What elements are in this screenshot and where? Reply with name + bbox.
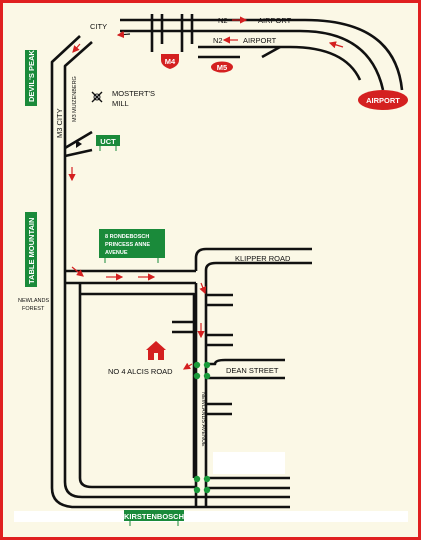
klipper-road-top bbox=[194, 247, 312, 271]
traffic-light-icon bbox=[203, 361, 211, 369]
inner-vertical bbox=[80, 292, 196, 478]
n2-top-road bbox=[120, 18, 404, 91]
n2-road-2 bbox=[120, 29, 385, 91]
uct-ramp-2 bbox=[64, 148, 93, 158]
traffic-lights bbox=[193, 361, 211, 494]
traffic-light-icon bbox=[193, 486, 201, 494]
m3-inner-road bbox=[63, 41, 290, 499]
m5-shield: M5 bbox=[211, 61, 233, 73]
newlands-avenue-label: NEWLANDS AVENUE bbox=[200, 392, 206, 447]
arrow-icon bbox=[71, 266, 84, 277]
white-patch bbox=[213, 452, 285, 474]
rondebosch-sign: 8 RONDEBOSCH PRINCESS ANNE AVENUE bbox=[99, 229, 165, 263]
uct-pointer-icon bbox=[76, 140, 82, 148]
m3-muizenberg-label: M3 MUIZENBERG bbox=[72, 76, 78, 122]
uct-sign-text: UCT bbox=[100, 137, 116, 146]
airport-shield: AIRPORT bbox=[358, 90, 408, 110]
uct-sign: UCT bbox=[96, 135, 120, 151]
n2-airport-bottom-prefix: N2 bbox=[213, 36, 223, 45]
newlands-forest-label-1: NEWLANDS bbox=[18, 298, 50, 304]
newlands-forest-label-2: FOREST bbox=[22, 306, 45, 312]
arrow-icon bbox=[182, 362, 193, 370]
roads bbox=[50, 14, 404, 509]
traffic-light-icon bbox=[193, 372, 201, 380]
n2-road-3 bbox=[198, 45, 362, 81]
mosterts-mill-label-1: MOSTERT'S bbox=[112, 89, 155, 98]
kirstenbosch-sign-text: KIRSTENBOSCH bbox=[124, 512, 184, 521]
airport-shield-text: AIRPORT bbox=[366, 96, 400, 105]
klipper-road-bottom bbox=[204, 261, 312, 283]
m4-shield: M4 bbox=[161, 54, 179, 69]
dean-street-label: DEAN STREET bbox=[226, 366, 279, 375]
inner-loop bbox=[78, 283, 196, 489]
uct-ramp-1 bbox=[64, 130, 93, 150]
devils-peak-label: DEVIL'S PEAK bbox=[27, 50, 36, 102]
bottom-strip bbox=[14, 511, 408, 522]
city-label: CITY bbox=[90, 22, 107, 31]
no4-alcis-road-label: NO 4 ALCIS ROAD bbox=[108, 367, 173, 376]
m3-city-label: M3 CITY bbox=[55, 108, 64, 138]
rondebosch-sign-line2: PRINCESS ANNE bbox=[105, 242, 150, 248]
table-mountain-label: TABLE MOUNTAIN bbox=[27, 218, 36, 284]
rondebosch-sign-line1: 8 RONDEBOSCH bbox=[105, 234, 149, 240]
traffic-light-icon bbox=[203, 475, 211, 483]
traffic-light-icon bbox=[193, 475, 201, 483]
dean-street-top bbox=[206, 358, 285, 366]
arrow-icon bbox=[328, 41, 344, 49]
m4-shield-text: M4 bbox=[165, 57, 176, 66]
traffic-light-icon bbox=[193, 361, 201, 369]
arrow-icon bbox=[72, 43, 81, 53]
n2-road-5 bbox=[261, 45, 281, 59]
kirstenbosch-sign: KIRSTENBOSCH bbox=[124, 510, 184, 526]
route-arrows bbox=[68, 16, 344, 370]
traffic-light-icon bbox=[203, 486, 211, 494]
traffic-light-icon bbox=[203, 372, 211, 380]
arrow-icon bbox=[116, 30, 131, 39]
rondebosch-sign-line3: AVENUE bbox=[105, 250, 128, 256]
klipper-road-label: KLIPPER ROAD bbox=[235, 254, 291, 263]
devils-peak-sign: DEVIL'S PEAK bbox=[25, 50, 37, 106]
arrow-icon bbox=[199, 282, 207, 295]
table-mountain-sign: TABLE MOUNTAIN bbox=[25, 212, 37, 287]
n2-airport-bottom-label: AIRPORT bbox=[243, 36, 277, 45]
mosterts-mill-label-2: MILL bbox=[112, 99, 129, 108]
n2-airport-top-label: AIRPORT bbox=[258, 16, 292, 25]
house-icon bbox=[146, 341, 166, 360]
windmill-icon bbox=[91, 91, 103, 103]
n2-airport-top-prefix: N2 bbox=[218, 16, 228, 25]
m3-outer-road bbox=[50, 35, 290, 509]
m5-shield-text: M5 bbox=[217, 63, 227, 72]
